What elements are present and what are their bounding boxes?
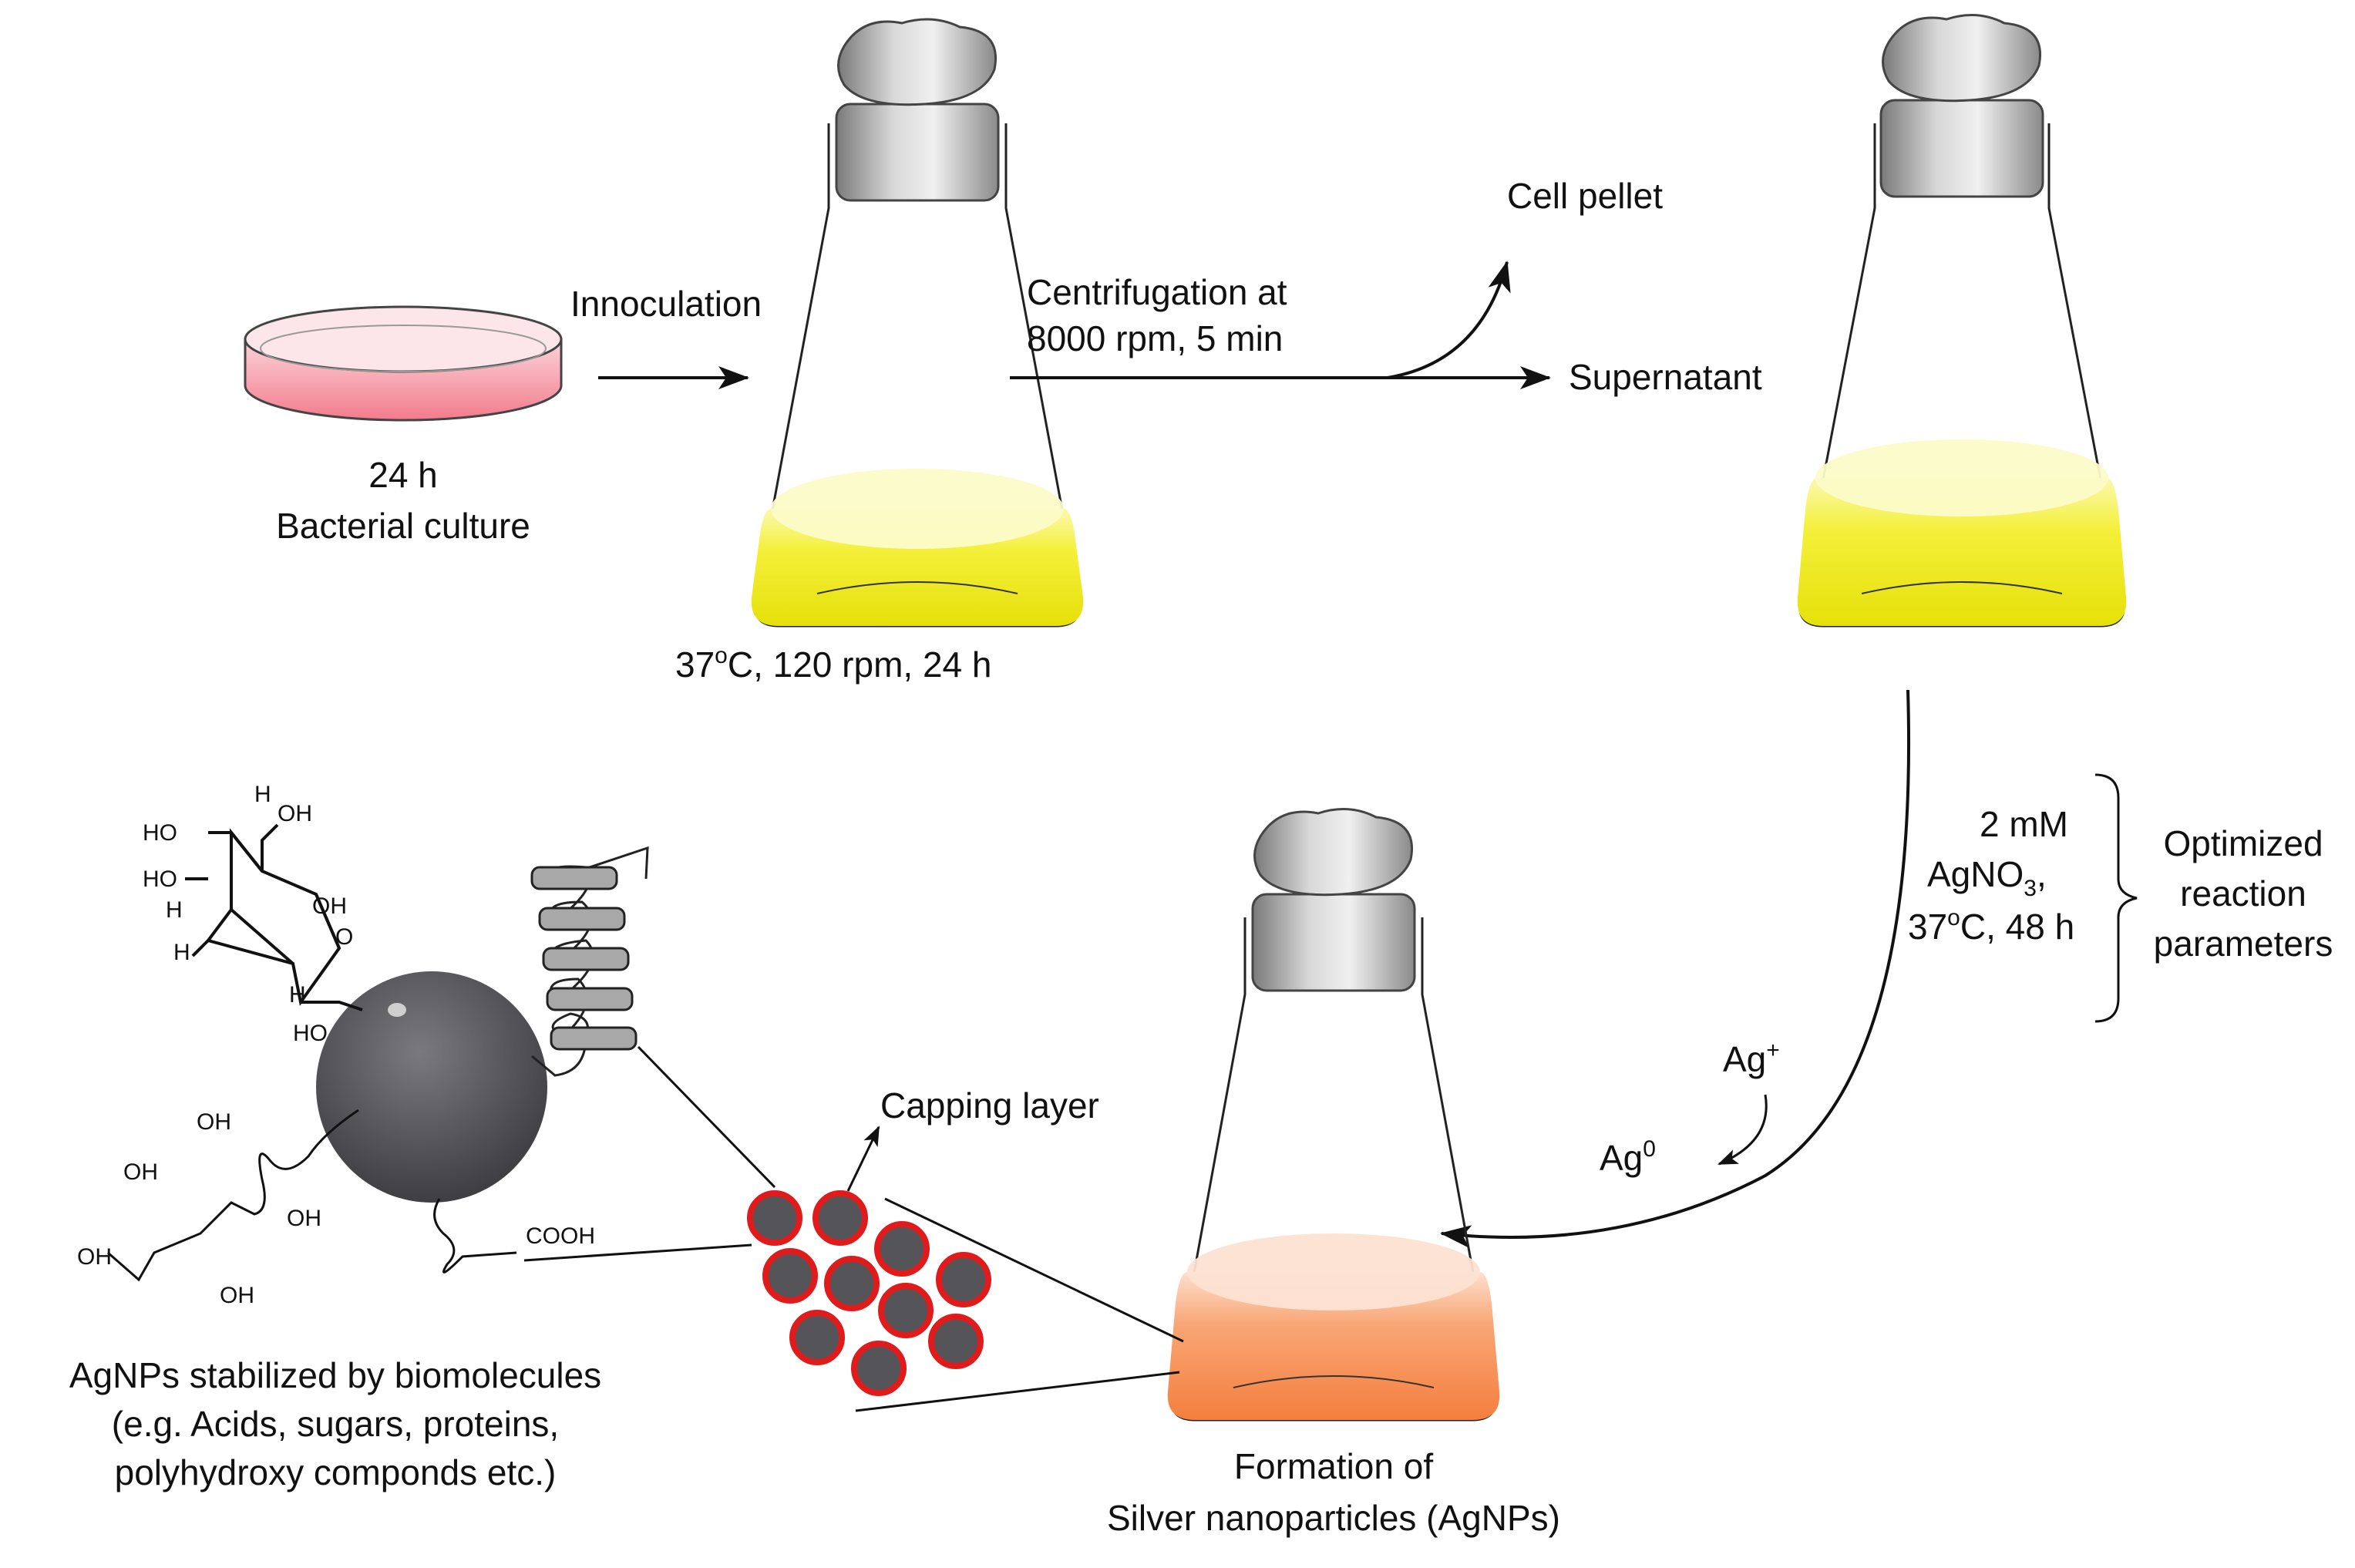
nanoparticle (812, 1190, 868, 1246)
centrifugation-label-2: 8000 rpm, 5 min (1027, 318, 1283, 358)
chem-ho-2: HO (143, 866, 177, 892)
formation-label-1: Formation of (1234, 1446, 1433, 1486)
supernatant-label: Supernatant (1569, 357, 1762, 397)
polyhydroxy-chain (107, 1109, 359, 1282)
optimized-label-3: parameters (2154, 924, 2333, 964)
sphere-highlight (388, 1003, 406, 1017)
nanoparticle-cluster (747, 1190, 991, 1396)
flask-nanoparticles (1167, 808, 1500, 1422)
ag-zero-label: Ag0 (1600, 1136, 1656, 1178)
chem-o-ring: O (335, 924, 353, 950)
agnps-caption-3: polyhydroxy componds etc.) (115, 1452, 557, 1492)
chem-h-2: H (166, 897, 183, 923)
nanoparticle (851, 1341, 907, 1396)
chem-oh-chain-2: OH (123, 1159, 158, 1185)
ag-plus-label: Ag+ (1723, 1038, 1780, 1079)
petri-dish (244, 305, 563, 422)
carboxyl-chain (433, 1198, 517, 1274)
agnps-caption-1: AgNPs stabilized by biomolecules (69, 1355, 601, 1395)
agno3-conc-label: 2 mM (1980, 804, 2068, 844)
nanoparticle (878, 1283, 934, 1338)
nanoparticle (928, 1314, 984, 1369)
petri-desc-label: Bacterial culture (276, 506, 530, 546)
nanoparticle (762, 1248, 818, 1304)
capping-arrow (846, 1126, 880, 1192)
optimized-label-2: reaction (2180, 873, 2306, 914)
chem-h-4: H (289, 982, 306, 1008)
nanoparticle (824, 1256, 880, 1311)
pointer-line-upper (884, 1197, 1184, 1343)
protein-helix (530, 846, 649, 1077)
agno3-label: AgNO3, (1927, 854, 2047, 901)
chem-oh-chain-4: OH (77, 1244, 112, 1270)
formation-label-2: Silver nanoparticles (AgNPs) (1107, 1498, 1560, 1538)
ag-reduction-arrow (1717, 1094, 1768, 1166)
chem-oh-2: OH (312, 893, 347, 919)
chem-oh-chain-3: OH (287, 1206, 321, 1231)
chem-ho-3: HO (293, 1021, 328, 1046)
nanoparticle (936, 1252, 991, 1307)
chem-h-3: H (173, 940, 190, 965)
chem-cooh: COOH (526, 1223, 595, 1249)
chem-ho-1: HO (143, 820, 177, 846)
reaction-temp-label: 37oC, 48 h (1908, 905, 2074, 947)
incubation-label: 37oC, 120 rpm, 24 h (675, 643, 991, 685)
petri-time-label: 24 h (368, 455, 438, 495)
innoculation-label: Innoculation (570, 284, 762, 324)
chem-oh-chain-5: OH (220, 1283, 254, 1308)
pointer-line-lower (855, 1371, 1180, 1412)
centrifugation-label-1: Centrifugation at (1027, 272, 1287, 312)
chem-h-1: H (254, 782, 271, 807)
agnp-sphere (316, 971, 547, 1203)
nanoparticle (874, 1221, 930, 1277)
chem-oh-chain-1: OH (197, 1109, 231, 1135)
agnps-caption-2: (e.g. Acids, sugars, proteins, (112, 1404, 559, 1444)
sugar-molecule (185, 823, 363, 1011)
brace (2094, 773, 2138, 1023)
flask-supernatant (1797, 14, 2127, 628)
pointer-line-protein (637, 1045, 776, 1189)
flask-incubation (751, 18, 1084, 628)
chem-oh-1: OH (278, 801, 312, 826)
pointer-line-cooh (523, 1243, 752, 1262)
optimized-label-1: Optimized (2163, 823, 2323, 863)
cell-pellet-label: Cell pellet (1507, 176, 1663, 216)
pellet-branch-arrow (1387, 261, 1511, 379)
capping-layer-label: Capping layer (880, 1085, 1099, 1126)
reaction-arrow (1440, 689, 1911, 1249)
nanoparticle (789, 1310, 845, 1365)
nanoparticle (747, 1190, 802, 1246)
